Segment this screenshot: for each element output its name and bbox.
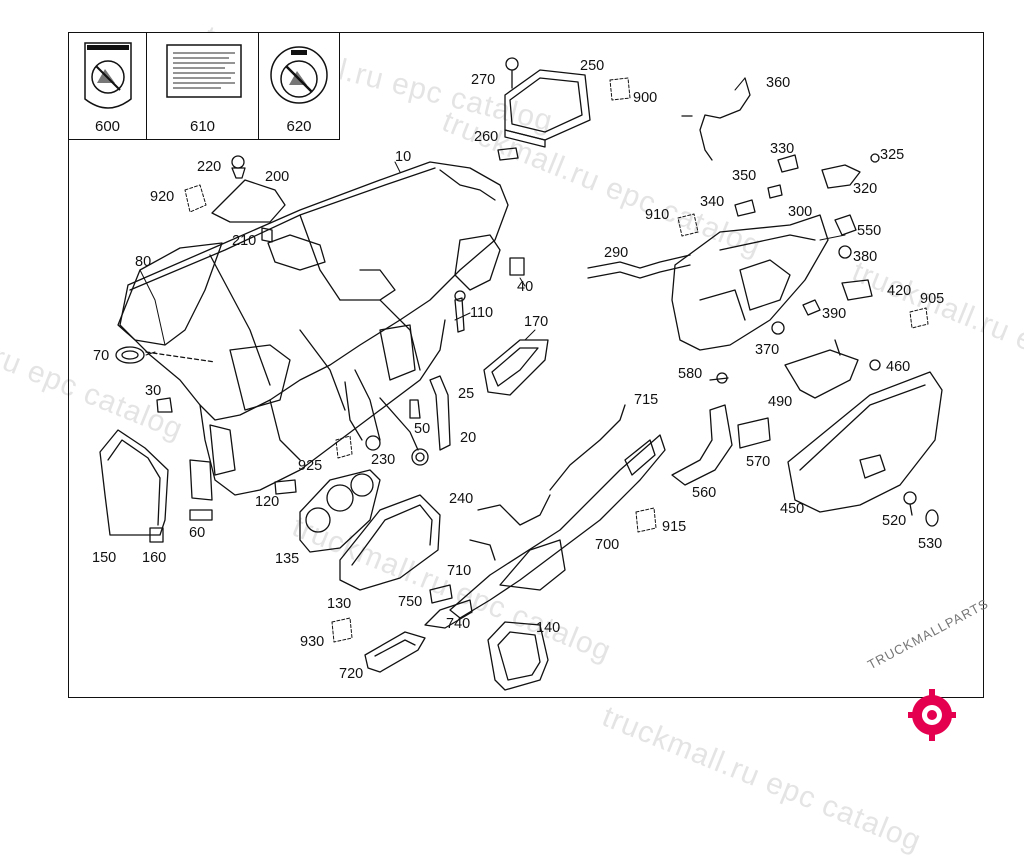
callout-25: 25: [458, 386, 475, 402]
callout-135: 135: [275, 551, 300, 567]
callout-920: 920: [150, 189, 175, 205]
callout-10: 10: [395, 149, 412, 165]
callout-150: 150: [92, 550, 117, 566]
legend-number: 610: [189, 118, 216, 135]
callout-50: 50: [414, 421, 431, 437]
callout-700: 700: [595, 537, 620, 553]
callout-240: 240: [449, 491, 474, 507]
callout-580: 580: [678, 366, 703, 382]
callout-300: 300: [788, 204, 813, 220]
callout-70: 70: [93, 348, 110, 364]
callout-380: 380: [853, 249, 878, 265]
dashboard-carrier-part: [119, 161, 509, 501]
callout-170: 170: [524, 314, 549, 330]
instruction-label-icon: [166, 44, 242, 98]
callout-20: 20: [460, 430, 477, 446]
cluster-housing-part: [339, 494, 441, 591]
callout-720: 720: [339, 666, 364, 682]
gear-logo-icon: [908, 689, 956, 741]
dashboard-top-cover-part: [117, 242, 223, 346]
display-part: [483, 339, 549, 396]
callout-905: 905: [920, 291, 945, 307]
airbag-warning-icon: [270, 46, 328, 104]
lower-trim-part: [364, 631, 426, 673]
callout-570: 570: [746, 454, 771, 470]
exploded-view-drawing: [99, 57, 943, 691]
center-trim-part: [449, 434, 666, 619]
callout-925: 925: [298, 458, 323, 474]
callout-130: 130: [327, 596, 352, 612]
legend-number: 620: [286, 118, 312, 135]
passenger-airbag-part: [504, 69, 591, 148]
truckmallparts-logo: TRUCKMALLPARTS: [860, 596, 1020, 750]
callout-320: 320: [853, 181, 878, 197]
glovebox-lid-part: [787, 371, 943, 513]
callout-530: 530: [918, 536, 943, 552]
legend-number: 600: [94, 118, 121, 135]
legend-box: 600 610 620: [68, 32, 340, 140]
legend-cell-610: 610: [147, 33, 259, 139]
callout-250: 250: [580, 58, 605, 74]
callout-520: 520: [882, 513, 907, 529]
callout-30: 30: [145, 383, 162, 399]
callout-900: 900: [633, 90, 658, 106]
callout-710: 710: [447, 563, 472, 579]
callout-120: 120: [255, 494, 280, 510]
callout-325: 325: [880, 147, 905, 163]
callout-230: 230: [371, 452, 396, 468]
parts-diagram: trucksmall.ru epc catalog truckmall.ru e…: [0, 20, 1024, 858]
callout-550: 550: [857, 223, 882, 239]
callout-210: 210: [232, 233, 257, 249]
callout-60: 60: [189, 525, 206, 541]
legend-cell-600: 600: [69, 33, 147, 139]
callout-420: 420: [887, 283, 912, 299]
diagram-frame: [68, 32, 984, 698]
callout-750: 750: [398, 594, 423, 610]
glovebox-housing-part: [671, 214, 829, 351]
air-vent-part: [115, 346, 216, 364]
callout-330: 330: [770, 141, 795, 157]
cover-part: [211, 179, 286, 223]
callout-340: 340: [700, 194, 725, 210]
callout-370: 370: [755, 342, 780, 358]
callout-290: 290: [604, 245, 629, 261]
callout-715: 715: [634, 392, 659, 408]
callout-80: 80: [135, 254, 152, 270]
callout-460: 460: [886, 359, 911, 375]
side-cover-part: [99, 429, 169, 536]
callout-450: 450: [780, 501, 805, 517]
callout-40: 40: [517, 279, 534, 295]
callout-560: 560: [692, 485, 717, 501]
shifter-trim-part: [487, 621, 549, 691]
callout-160: 160: [142, 550, 167, 566]
warning-label-icon: [84, 42, 132, 109]
callout-140: 140: [536, 620, 561, 636]
callout-350: 350: [732, 168, 757, 184]
callout-260: 260: [474, 129, 499, 145]
callout-390: 390: [822, 306, 847, 322]
callout-220: 220: [197, 159, 222, 175]
callout-910: 910: [645, 207, 670, 223]
callout-110: 110: [470, 305, 494, 321]
callout-360: 360: [766, 75, 791, 91]
callout-490: 490: [768, 394, 793, 410]
legend-cell-620: 620: [259, 33, 339, 139]
callout-740: 740: [446, 616, 471, 632]
callout-915: 915: [662, 519, 687, 535]
callout-200: 200: [265, 169, 290, 185]
callout-930: 930: [300, 634, 325, 650]
instrument-cluster-part: [299, 469, 381, 553]
callout-270: 270: [471, 72, 496, 88]
